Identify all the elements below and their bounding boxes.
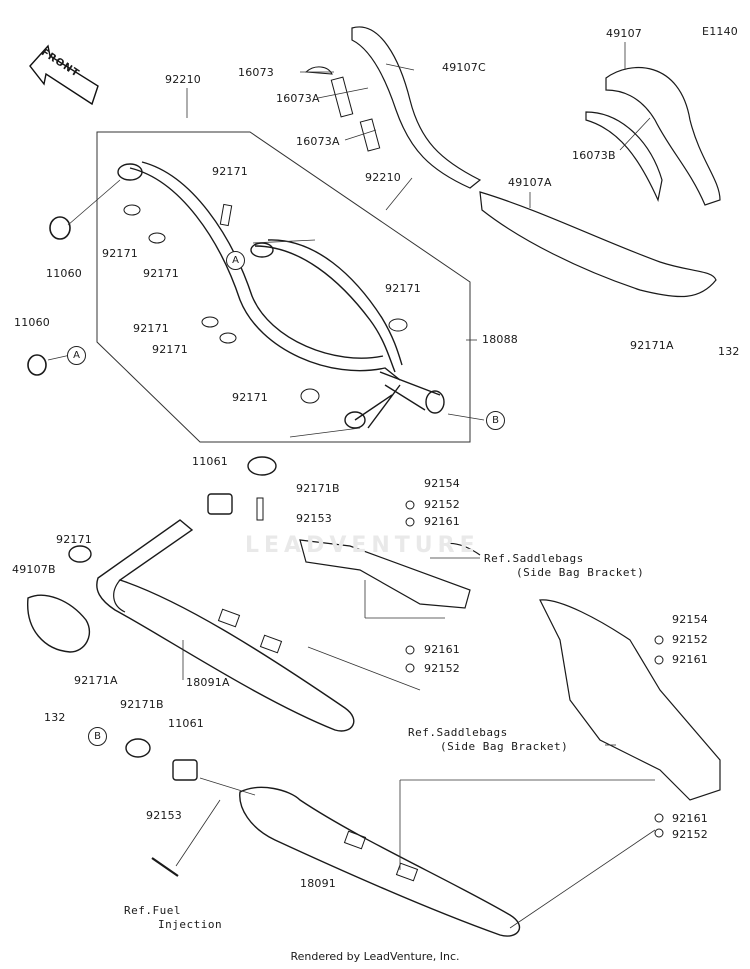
part-label: 92171A bbox=[630, 339, 674, 352]
part-label: 11060 bbox=[14, 316, 50, 329]
part-label: 92210 bbox=[165, 73, 201, 86]
part-label: 18091 bbox=[300, 877, 336, 890]
part-label: 92154 bbox=[424, 477, 460, 490]
header-pipe-front bbox=[129, 167, 401, 381]
part-label: 16073A bbox=[276, 92, 320, 105]
ref-circle-b: B bbox=[486, 411, 505, 430]
part-label: 49107A bbox=[508, 176, 552, 189]
part-label: 92171B bbox=[120, 698, 164, 711]
side-bag-bracket-upper bbox=[299, 539, 471, 609]
part-label: 92171A bbox=[74, 674, 118, 687]
end-cap-49107B bbox=[27, 594, 91, 653]
ref-fuel: Ref.Fuel bbox=[124, 904, 181, 917]
ref-side-bag-bracket: (Side Bag Bracket) bbox=[516, 566, 645, 579]
part-label: 92153 bbox=[146, 809, 182, 822]
part-label: 11061 bbox=[168, 717, 204, 730]
part-label: 92171 bbox=[56, 533, 92, 546]
ref-circle-a: A bbox=[67, 346, 86, 365]
part-label: 16073A bbox=[296, 135, 340, 148]
part-label: 92161 bbox=[424, 643, 460, 656]
footer-credit: Rendered by LeadVenture, Inc. bbox=[290, 950, 460, 963]
part-label: 49107 bbox=[606, 27, 642, 40]
part-label: 92171B bbox=[296, 482, 340, 495]
part-label: 92171 bbox=[152, 343, 188, 356]
part-label: 92153 bbox=[296, 512, 332, 525]
part-label: 16073B bbox=[572, 149, 616, 162]
front-arrow-icon bbox=[29, 44, 99, 106]
ref-circle-b: B bbox=[88, 727, 107, 746]
part-label: 11061 bbox=[192, 455, 228, 468]
part-label: 92161 bbox=[424, 515, 460, 528]
part-label: 132 bbox=[44, 711, 66, 724]
side-bag-bracket-lower bbox=[539, 599, 721, 801]
part-label: 16073 bbox=[238, 66, 274, 79]
header-pipe-rear bbox=[254, 245, 396, 373]
heat-shield-49107A bbox=[479, 191, 717, 298]
part-label: 92171 bbox=[385, 282, 421, 295]
heat-shield-49107C bbox=[351, 26, 482, 189]
part-label: 11060 bbox=[46, 267, 82, 280]
ref-injection: Injection bbox=[158, 918, 223, 931]
part-label: 18091A bbox=[186, 676, 230, 689]
watermark: LEADVENTURE bbox=[245, 533, 480, 558]
ref-saddlebags: Ref.Saddlebags bbox=[408, 726, 508, 739]
part-label: 49107B bbox=[12, 563, 56, 576]
part-label: 49107C bbox=[442, 61, 486, 74]
part-label: 92171 bbox=[102, 247, 138, 260]
part-label: 92171 bbox=[232, 391, 268, 404]
part-label: 92210 bbox=[365, 171, 401, 184]
part-label: 92152 bbox=[424, 498, 460, 511]
part-label: 92161 bbox=[672, 812, 708, 825]
muffler-18091A bbox=[96, 519, 355, 732]
part-label: 92152 bbox=[672, 633, 708, 646]
diagram-code: E1140 bbox=[702, 25, 738, 38]
part-label: 92171 bbox=[143, 267, 179, 280]
ref-circle-a: A bbox=[226, 251, 245, 270]
part-label: 92161 bbox=[672, 653, 708, 666]
ref-saddlebags: Ref.Saddlebags bbox=[484, 552, 584, 565]
part-label: 92171 bbox=[212, 165, 248, 178]
heat-shield-49107 bbox=[605, 66, 721, 206]
part-label: 132 bbox=[718, 345, 740, 358]
part-label: 92154 bbox=[672, 613, 708, 626]
part-label: 18088 bbox=[482, 333, 518, 346]
ref-side-bag-bracket: (Side Bag Bracket) bbox=[440, 740, 569, 753]
part-label: 92152 bbox=[672, 828, 708, 841]
part-label: 92171 bbox=[133, 322, 169, 335]
part-label: 92152 bbox=[424, 662, 460, 675]
muffler-18091 bbox=[239, 786, 521, 937]
